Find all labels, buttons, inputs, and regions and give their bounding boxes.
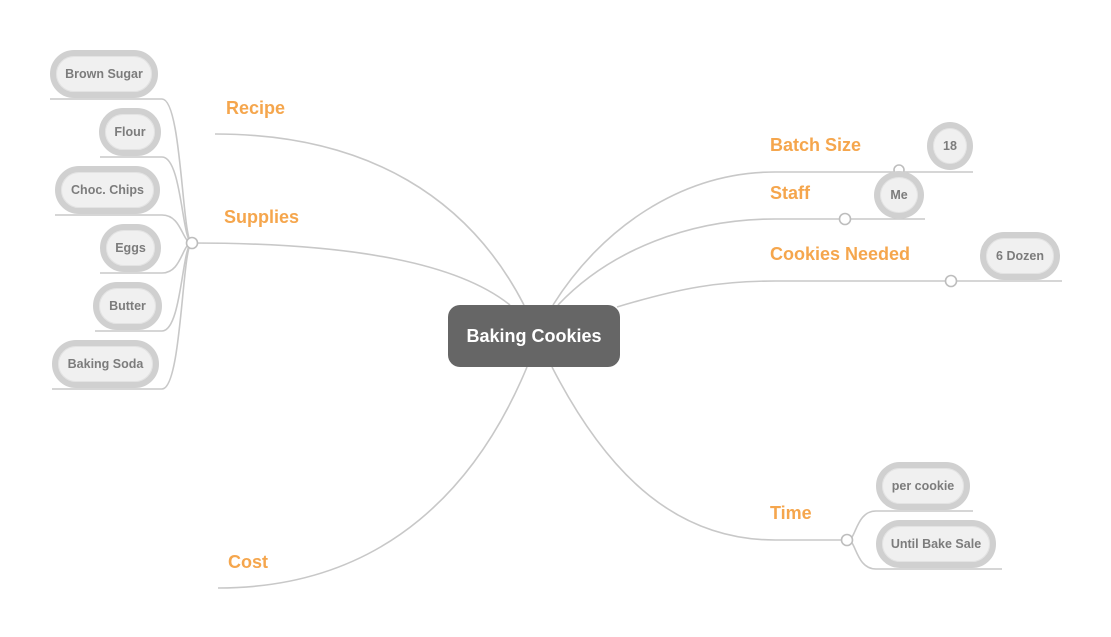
connector-baking-soda	[52, 242, 193, 390]
time-collapse-hub	[840, 533, 854, 547]
cookies-needed-collapse-hub	[944, 274, 958, 288]
pill-label: Butter	[109, 299, 146, 313]
pill-label: Brown Sugar	[65, 67, 143, 81]
pill-label: Baking Soda	[67, 357, 144, 371]
connector-time	[551, 366, 848, 541]
supplies-collapse-hub	[185, 236, 199, 250]
connector-cost	[217, 366, 528, 589]
topic-time[interactable]: Time	[770, 503, 812, 523]
root-node[interactable]: Baking Cookies	[448, 305, 620, 367]
pill-eggs[interactable]: Eggs	[100, 224, 161, 272]
pill-label: per cookie	[891, 479, 955, 493]
pill-label: Flour	[114, 125, 146, 139]
topic-staff[interactable]: Staff	[770, 183, 810, 203]
pill-time-until-bake-sale[interactable]: Until Bake Sale	[876, 520, 996, 568]
topic-supplies[interactable]: Supplies	[224, 207, 300, 227]
pill-batch-size-value[interactable]: 18	[927, 122, 973, 170]
pill-label: Eggs	[115, 241, 146, 255]
pill-choc-chips[interactable]: Choc. Chips	[55, 166, 160, 214]
pill-time-per-cookie[interactable]: per cookie	[876, 462, 970, 510]
staff-collapse-hub	[838, 212, 852, 226]
pill-label: Until Bake Sale	[890, 537, 982, 551]
pill-flour[interactable]: Flour	[99, 108, 161, 156]
pill-label: 18	[943, 139, 957, 153]
connector-recipe	[214, 133, 525, 306]
pill-baking-soda[interactable]: Baking Soda	[52, 340, 159, 388]
pill-brown-sugar[interactable]: Brown Sugar	[50, 50, 158, 98]
pill-label: Me	[890, 188, 908, 202]
root-label: Baking Cookies	[466, 325, 602, 346]
connector-batch-size	[552, 171, 973, 306]
pill-staff-value[interactable]: Me	[874, 171, 924, 219]
topic-cookies-needed[interactable]: Cookies Needed	[770, 244, 911, 264]
pill-butter[interactable]: Butter	[93, 282, 162, 330]
pill-label: Choc. Chips	[71, 183, 144, 197]
connector-staff	[557, 218, 925, 306]
connector-cookies-needed	[616, 280, 1062, 308]
topic-batch-size[interactable]: Batch Size	[770, 135, 862, 155]
pill-label: 6 Dozen	[996, 249, 1044, 263]
pill-cookies-needed-value[interactable]: 6 Dozen	[980, 232, 1060, 280]
topic-cost[interactable]: Cost	[228, 552, 268, 572]
connector-supplies	[191, 242, 511, 306]
topic-recipe[interactable]: Recipe	[226, 98, 286, 118]
